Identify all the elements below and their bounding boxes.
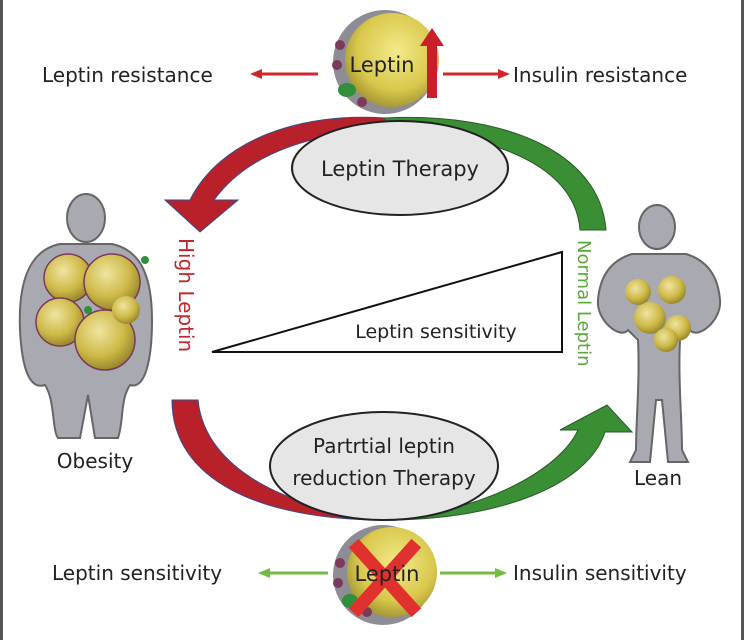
bottom-left-arrowhead-icon [258,568,270,578]
partial-reduction-label-line2: reduction Therapy [292,466,475,490]
top-cell-label: Leptin [350,53,415,77]
bottom-right-arrowhead-icon [495,568,507,578]
top-right-arrowhead-icon [498,69,510,79]
obesity-label: Obesity [57,449,134,473]
blocked-cross-icon [348,538,422,618]
partial-reduction-label-line1: Partrtial leptin [313,434,455,458]
insulin-resistance-label: Insulin resistance [513,63,687,87]
leptin-therapy-label: Leptin Therapy [321,157,479,181]
obese-figure [18,193,154,439]
normal-leptin-label: Normal Leptin [573,240,594,367]
elevated-arrow-icon [420,28,444,98]
leptin-cell-bottom: Leptin [333,525,437,625]
leptin-sensitivity-label: Leptin sensitivity [52,561,222,585]
leptin-resistance-label: Leptin resistance [42,63,213,87]
bottom-cell-label: Leptin [355,562,420,586]
normal-leptin-arrow-bottom [384,404,634,521]
insulin-sensitivity-label: Insulin sensitivity [513,561,687,585]
sensitivity-gradient-label: Leptin sensitivity [355,321,517,343]
high-leptin-label: High Leptin [174,238,198,352]
top-left-arrowhead-icon [250,69,262,79]
leptin-therapy-ellipse [291,120,509,216]
sensitivity-gradient-triangle [211,250,563,353]
leptin-cell-top: Leptin [332,10,444,114]
lean-figure [596,204,722,463]
partial-reduction-ellipse [269,411,499,521]
lean-label: Lean [634,466,682,490]
